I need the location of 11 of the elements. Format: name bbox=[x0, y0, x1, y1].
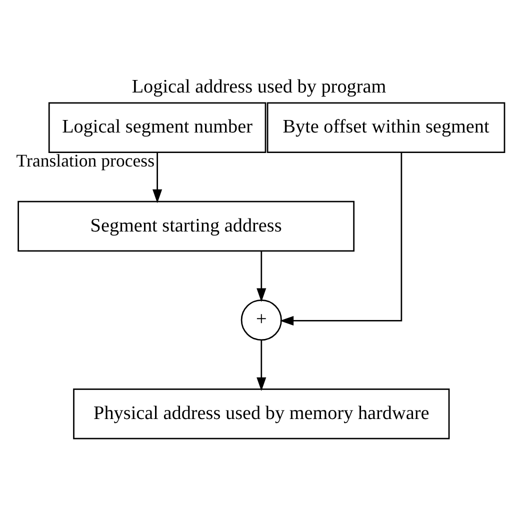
node-circle: + bbox=[240, 300, 282, 341]
edge-label: Translation process bbox=[16, 150, 155, 170]
node-box: Physical address used by memory hardware bbox=[73, 388, 450, 440]
node-box: Segment starting address bbox=[18, 200, 355, 252]
node-box: Byte offset within segment bbox=[266, 102, 506, 153]
diagram-title: Logical address used by program bbox=[132, 76, 386, 98]
node-box: Logical segment number bbox=[48, 102, 266, 153]
arrow bbox=[256, 340, 266, 392]
arrow bbox=[256, 251, 266, 302]
arrow bbox=[152, 152, 162, 204]
arrow bbox=[280, 152, 402, 326]
